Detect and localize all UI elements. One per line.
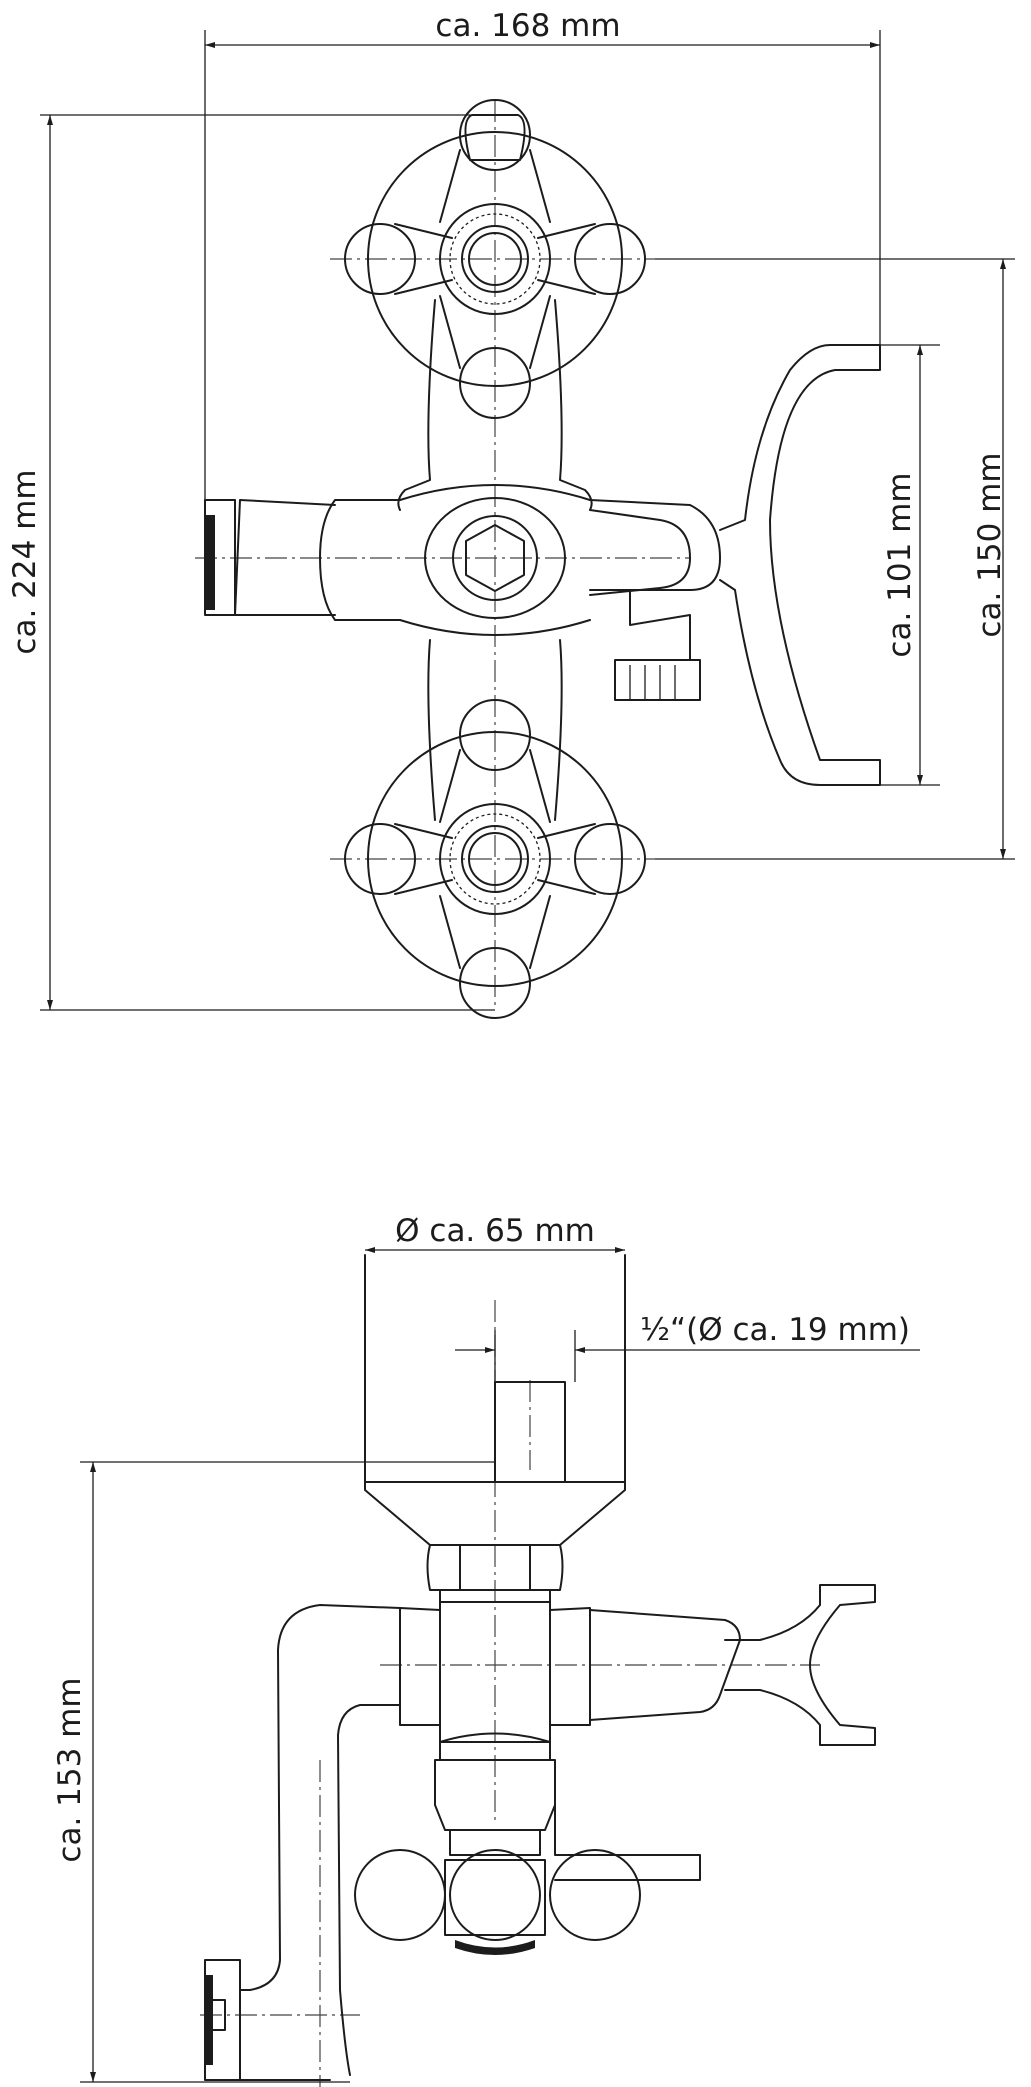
dim-center [655, 258, 1015, 860]
dim-side-height [80, 1461, 495, 2083]
dim-width-label: ca. 168 mm [435, 8, 620, 44]
side-spout [204, 1604, 401, 2081]
lower-handle [344, 699, 646, 1019]
front-centerlines [195, 100, 690, 1010]
dim-spout [880, 344, 940, 786]
front-view: ca. 168 mm ca. 224 mm ca. 101 mm ca. 150… [7, 8, 1015, 1019]
hose-outlet [614, 589, 701, 701]
shower-holder [724, 1584, 876, 1746]
wall-flange [364, 1254, 626, 1546]
dim-thread [455, 1330, 920, 1382]
dim-flange-label: Ø ca. 65 mm [395, 1213, 595, 1249]
side-body [399, 1601, 741, 1743]
side-handle [354, 1732, 701, 1955]
dim-height-label: ca. 224 mm [7, 469, 43, 654]
dim-spout-label: ca. 101 mm [882, 472, 918, 657]
dim-thread-label: ½“(Ø ca. 19 mm) [640, 1312, 910, 1348]
upper-handle [344, 99, 646, 419]
dim-side-height-label: ca. 153 mm [52, 1677, 88, 1862]
side-view: Ø ca. 65 mm ½“(Ø ca. 19 mm) ca. 153 mm [52, 1213, 920, 2087]
mixer-body [319, 299, 721, 821]
spout [719, 344, 881, 786]
dim-width [204, 30, 881, 500]
side-centerlines [200, 1300, 820, 2087]
left-inlet [204, 499, 336, 616]
dim-center-label: ca. 150 mm [972, 452, 1008, 637]
dim-height [40, 114, 495, 1011]
